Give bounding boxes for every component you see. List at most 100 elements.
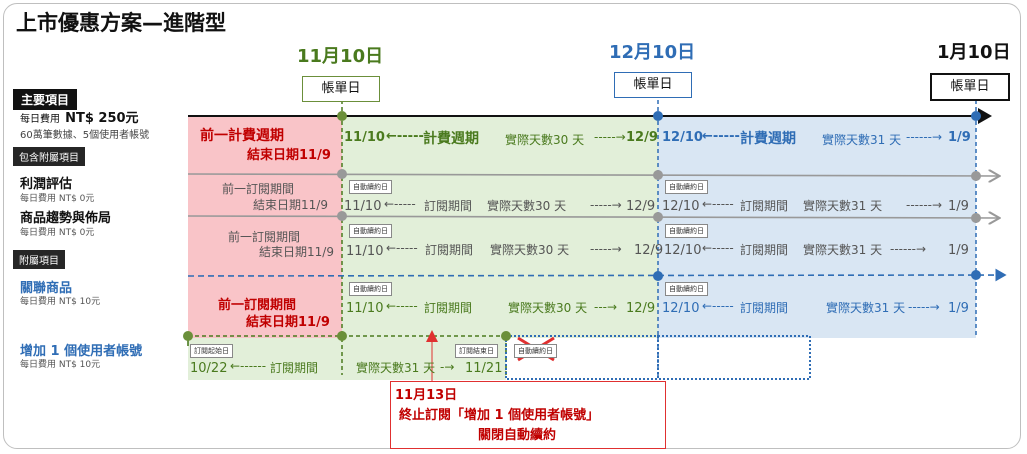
item-extra-account: 增加 1 個使用者帳號: [20, 344, 143, 359]
row2-auto-renew-tag-1: 自動續約日: [349, 180, 392, 194]
row1b-days: 實際天數31 天: [822, 133, 902, 147]
row1b-start: 12/10: [662, 130, 703, 145]
row3b-end: 1/9: [948, 243, 969, 258]
row4b-days: 實際天數31 天: [826, 301, 906, 315]
row2-days: 實際天數30 天: [487, 199, 567, 213]
bill-day-dec: 帳單日: [614, 72, 692, 98]
row3-arrow-left: ←-----: [386, 241, 418, 255]
row2b-end: 1/9: [948, 199, 969, 214]
prev-cycle-end: 結束日期11/9: [247, 148, 331, 163]
included-items-header: 包含附屬項目: [13, 147, 85, 166]
callout-line1: 終止訂閱「增加 1 個使用者帳號」: [399, 408, 600, 423]
item-related-products: 關聯商品: [20, 281, 73, 296]
row3-prev-sub-end: 結束日期11/9: [259, 245, 334, 259]
row3-auto-renew-tag-1: 自動續約日: [349, 224, 392, 238]
row2b-start: 12/10: [662, 199, 700, 214]
previous-cycle-zone: [188, 116, 342, 338]
row4-prev-sub-end: 結束日期11/9: [246, 315, 330, 330]
bill-day-nov: 帳單日: [302, 76, 380, 102]
row5-auto-renew-tag-cancelled: 自動續約日: [514, 344, 557, 358]
page-title: 上市優惠方案—進階型: [16, 11, 226, 35]
row3-arrow-right: -----→: [590, 242, 622, 256]
row1-label: 計費週期: [423, 131, 479, 147]
row4-auto-renew-tag-1: 自動續約日: [349, 282, 392, 296]
row1b-arrow-left: ←-----: [702, 129, 740, 144]
row4-days: 實際天數30 天: [508, 301, 588, 315]
next-cycle-zone: [658, 116, 976, 338]
item-profit-eval-fee: 每日費用 NT$ 0元: [20, 194, 95, 204]
callout-date: 11月13日: [395, 388, 458, 403]
row2b-days: 實際天數31 天: [803, 199, 883, 213]
row2b-sub-label: 訂閱期間: [740, 199, 789, 213]
row2-end: 12/9: [626, 199, 656, 214]
main-fee-prefix: 每日費用: [20, 114, 60, 125]
row4b-arrow-right: -----→: [908, 300, 940, 314]
date-nov-10: 11月10日: [297, 46, 384, 67]
main-fee-price: NT$ 250元: [65, 111, 139, 126]
item-profit-eval: 利潤評估: [20, 177, 73, 192]
date-dec-10: 12月10日: [609, 42, 696, 63]
row4b-start: 12/10: [662, 301, 700, 316]
row5-sub-end-tag: 訂閱結束日: [455, 344, 498, 358]
row3-days: 實際天數30 天: [490, 243, 570, 257]
prev-cycle-label: 前一計費週期: [200, 128, 284, 144]
callout-line2: 關閉自動續約: [478, 428, 557, 443]
item-trends: 商品趨勢與佈局: [20, 211, 112, 226]
row3-end: 12/9: [634, 243, 664, 258]
row3b-arrow-left: ←-----: [702, 241, 734, 255]
row2-auto-renew-tag-2: 自動續約日: [665, 180, 708, 194]
row1b-arrow-right: ------→: [906, 130, 943, 144]
item-extra-account-fee: 每日費用 NT$ 10元: [20, 360, 101, 370]
item-trends-fee: 每日費用 NT$ 0元: [20, 228, 95, 238]
row2-prev-sub-end: 結束日期11/9: [253, 198, 328, 212]
row2-prev-sub: 前一訂閱期間: [222, 182, 295, 196]
addon-items-header: 附屬項目: [13, 250, 65, 269]
row2b-arrow-left: ←-----: [702, 197, 734, 211]
row4b-arrow-left: ←-----: [702, 299, 734, 313]
row4-prev-sub: 前一訂閱期間: [218, 298, 297, 313]
row1b-end: 1/9: [948, 130, 971, 145]
row2b-arrow-right: ------→: [906, 198, 943, 212]
row5-arrow-left: ←------: [230, 359, 267, 373]
row3-start: 11/10: [346, 244, 384, 259]
row4-auto-renew-tag-2: 自動續約日: [665, 282, 708, 296]
row2-arrow-right: -----→: [590, 198, 622, 212]
row1-start: 11/10: [344, 130, 385, 145]
main-items-header: 主要項目: [13, 89, 78, 110]
row4-arrow-left: ←-----: [386, 299, 418, 313]
row4b-sub-label: 訂閱期間: [740, 301, 789, 315]
row3b-arrow-right: ------→: [890, 242, 927, 256]
row1b-label: 計費週期: [740, 131, 796, 147]
row5-sub-start-tag: 訂閱起始日: [190, 344, 233, 358]
row4b-end: 1/9: [948, 301, 969, 316]
row5-zone: [188, 338, 506, 380]
bill-day-jan: 帳單日: [930, 73, 1010, 101]
row2-start: 11/10: [344, 199, 382, 214]
row3-sub-label: 訂閱期間: [425, 243, 474, 257]
row3b-start: 12/10: [664, 243, 702, 258]
main-desc: 60萬筆數據、5個使用者帳號: [20, 130, 150, 141]
row4-start: 11/10: [346, 301, 384, 316]
row3b-sub-label: 訂閱期間: [740, 243, 789, 257]
row3-prev-sub: 前一訂閱期間: [228, 230, 301, 244]
row5-end: 11/21: [465, 361, 503, 376]
row2-arrow-left: ←-----: [384, 197, 416, 211]
row5-arrow-right: -→: [440, 360, 455, 374]
row4-sub-label: 訂閱期間: [424, 301, 473, 315]
row4-end: 12/9: [626, 301, 656, 316]
row3b-days: 實際天數31 天: [803, 243, 883, 257]
row2-sub-label: 訂閱期間: [424, 199, 473, 213]
item-related-products-fee: 每日費用 NT$ 10元: [20, 297, 101, 307]
row1-end: 12/9: [626, 130, 658, 145]
termination-callout: [390, 381, 666, 449]
row3-auto-renew-tag-2: 自動續約日: [665, 224, 708, 238]
row5-sub-label: 訂閱期間: [270, 361, 319, 375]
current-cycle-zone: [342, 116, 658, 338]
row5-days: 實際天數31 天: [356, 361, 436, 375]
row4-arrow-right: ---→: [594, 300, 618, 314]
main-fee: 每日費用 NT$ 250元: [20, 107, 139, 126]
row5-start: 10/22: [190, 361, 228, 376]
row1-arrow-right: -----→: [594, 130, 626, 144]
row1-days: 實際天數30 天: [505, 133, 585, 147]
